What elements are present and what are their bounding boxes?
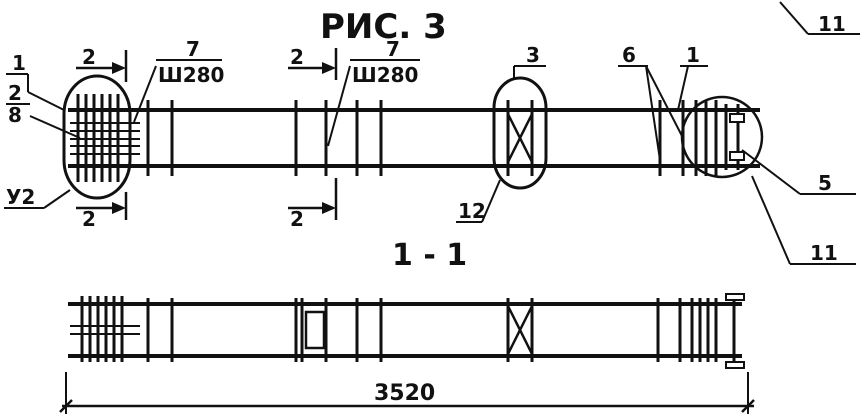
elev-sleepers — [146, 298, 682, 362]
dimension-value: 3520 — [374, 381, 435, 406]
callout-6-label: 6 — [622, 43, 636, 67]
callout-1-right: 1 — [677, 43, 708, 111]
section-cut-b: 2 2 — [288, 45, 338, 231]
cut-b-bottom-label: 2 — [290, 207, 304, 231]
callout-y2-label: У2 — [6, 185, 35, 209]
callout-7a-spec: Ш280 — [158, 63, 224, 87]
callout-left-bracket: 1 2 8 — [6, 51, 81, 139]
elevation-view — [68, 293, 745, 369]
elev-x-bracing — [506, 305, 534, 355]
callout-3-label: 3 — [526, 43, 540, 67]
elev-end-cap-top — [725, 293, 745, 301]
elev-right-group — [690, 294, 736, 368]
plan-middle-oval — [492, 76, 548, 190]
elev-frame-box — [304, 310, 326, 350]
plan-left-oval — [62, 74, 132, 200]
callout-1-right-label: 1 — [686, 43, 700, 67]
callout-7b-number: 7 — [386, 37, 400, 61]
section-cut-a: 2 2 — [76, 45, 128, 231]
plan-end-cap-top — [729, 113, 745, 123]
callout-y2: У2 — [4, 185, 71, 209]
dimension-overall: 3520 — [59, 372, 755, 414]
callout-1-left: 1 — [12, 51, 26, 75]
callout-8-left: 8 — [8, 103, 22, 127]
plan-sleepers — [146, 100, 685, 176]
callout-11-right-label: 11 — [810, 241, 838, 265]
callout-11-right: 11 — [751, 175, 856, 265]
figure-title: РИС. 3 — [320, 7, 447, 47]
callout-3: 3 — [513, 43, 546, 80]
callout-7b-spec: Ш280 — [352, 63, 418, 87]
callout-7a-number: 7 — [186, 37, 200, 61]
callout-5-label: 5 — [818, 171, 832, 195]
cut-a-bottom-label: 2 — [82, 207, 96, 231]
plan-x-bracing — [506, 113, 534, 163]
section-title: 1 - 1 — [392, 238, 467, 273]
callout-7-b: 7 Ш280 — [327, 37, 420, 147]
callout-2-left: 2 — [8, 81, 22, 105]
elev-end-cap-bottom — [725, 361, 745, 369]
callout-6: 6 — [618, 43, 683, 161]
callout-5: 5 — [741, 149, 856, 195]
callout-12: 12 — [456, 179, 501, 223]
callout-11-top: 11 — [818, 12, 846, 36]
plan-end-cap-bottom — [729, 151, 745, 161]
cut-b-top-label: 2 — [290, 45, 304, 69]
plan-right-detail-circle — [680, 95, 764, 179]
cut-a-top-label: 2 — [82, 45, 96, 69]
callout-12-label: 12 — [458, 199, 486, 223]
leader-11-top: 11 — [779, 1, 860, 36]
plan-view — [62, 74, 764, 200]
elev-left-group — [80, 296, 124, 362]
callout-7-a: 7 Ш280 — [133, 37, 224, 123]
